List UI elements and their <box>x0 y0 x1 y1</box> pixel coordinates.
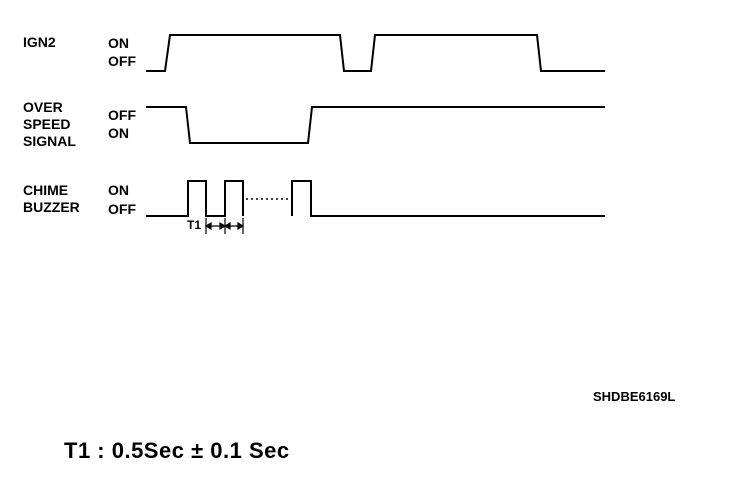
over-speed-name-line-3: SIGNAL <box>23 133 76 149</box>
t1-arrow-1 <box>204 221 212 231</box>
over-speed-name-line-2: SPEED <box>23 116 71 132</box>
chime-buzzer-waveform-end <box>291 180 605 217</box>
chime-buzzer-name-line-2: BUZZER <box>23 199 80 215</box>
chime-buzzer-waveform-start <box>146 180 244 217</box>
chime-buzzer-signal-label: CHIME BUZZER <box>23 182 80 216</box>
chime-buzzer-off-label: OFF <box>108 201 136 217</box>
ign2-waveform <box>146 34 605 72</box>
t1-label: T1 <box>187 218 202 232</box>
over-speed-on-label: ON <box>108 125 129 141</box>
ign2-off-label: OFF <box>108 53 136 69</box>
ign2-name: IGN2 <box>23 34 56 50</box>
over-speed-off-label: OFF <box>108 107 136 123</box>
chime-buzzer-on-label: ON <box>108 182 129 198</box>
over-speed-signal-label: OVER SPEED SIGNAL <box>23 99 76 150</box>
diagram-code: SHDBE6169L <box>593 389 676 404</box>
ign2-signal-label: IGN2 <box>23 34 56 51</box>
over-speed-name-line-1: OVER <box>23 99 63 115</box>
t1-arrow-2 <box>219 221 227 231</box>
chime-buzzer-name-line-1: CHIME <box>23 182 69 198</box>
t1-arrow-4 <box>237 221 245 231</box>
t1-arrow-3 <box>223 221 231 231</box>
ign2-on-label: ON <box>108 35 129 51</box>
over-speed-waveform <box>146 106 605 144</box>
t1-legend: T1 : 0.5Sec ± 0.1 Sec <box>64 438 290 463</box>
